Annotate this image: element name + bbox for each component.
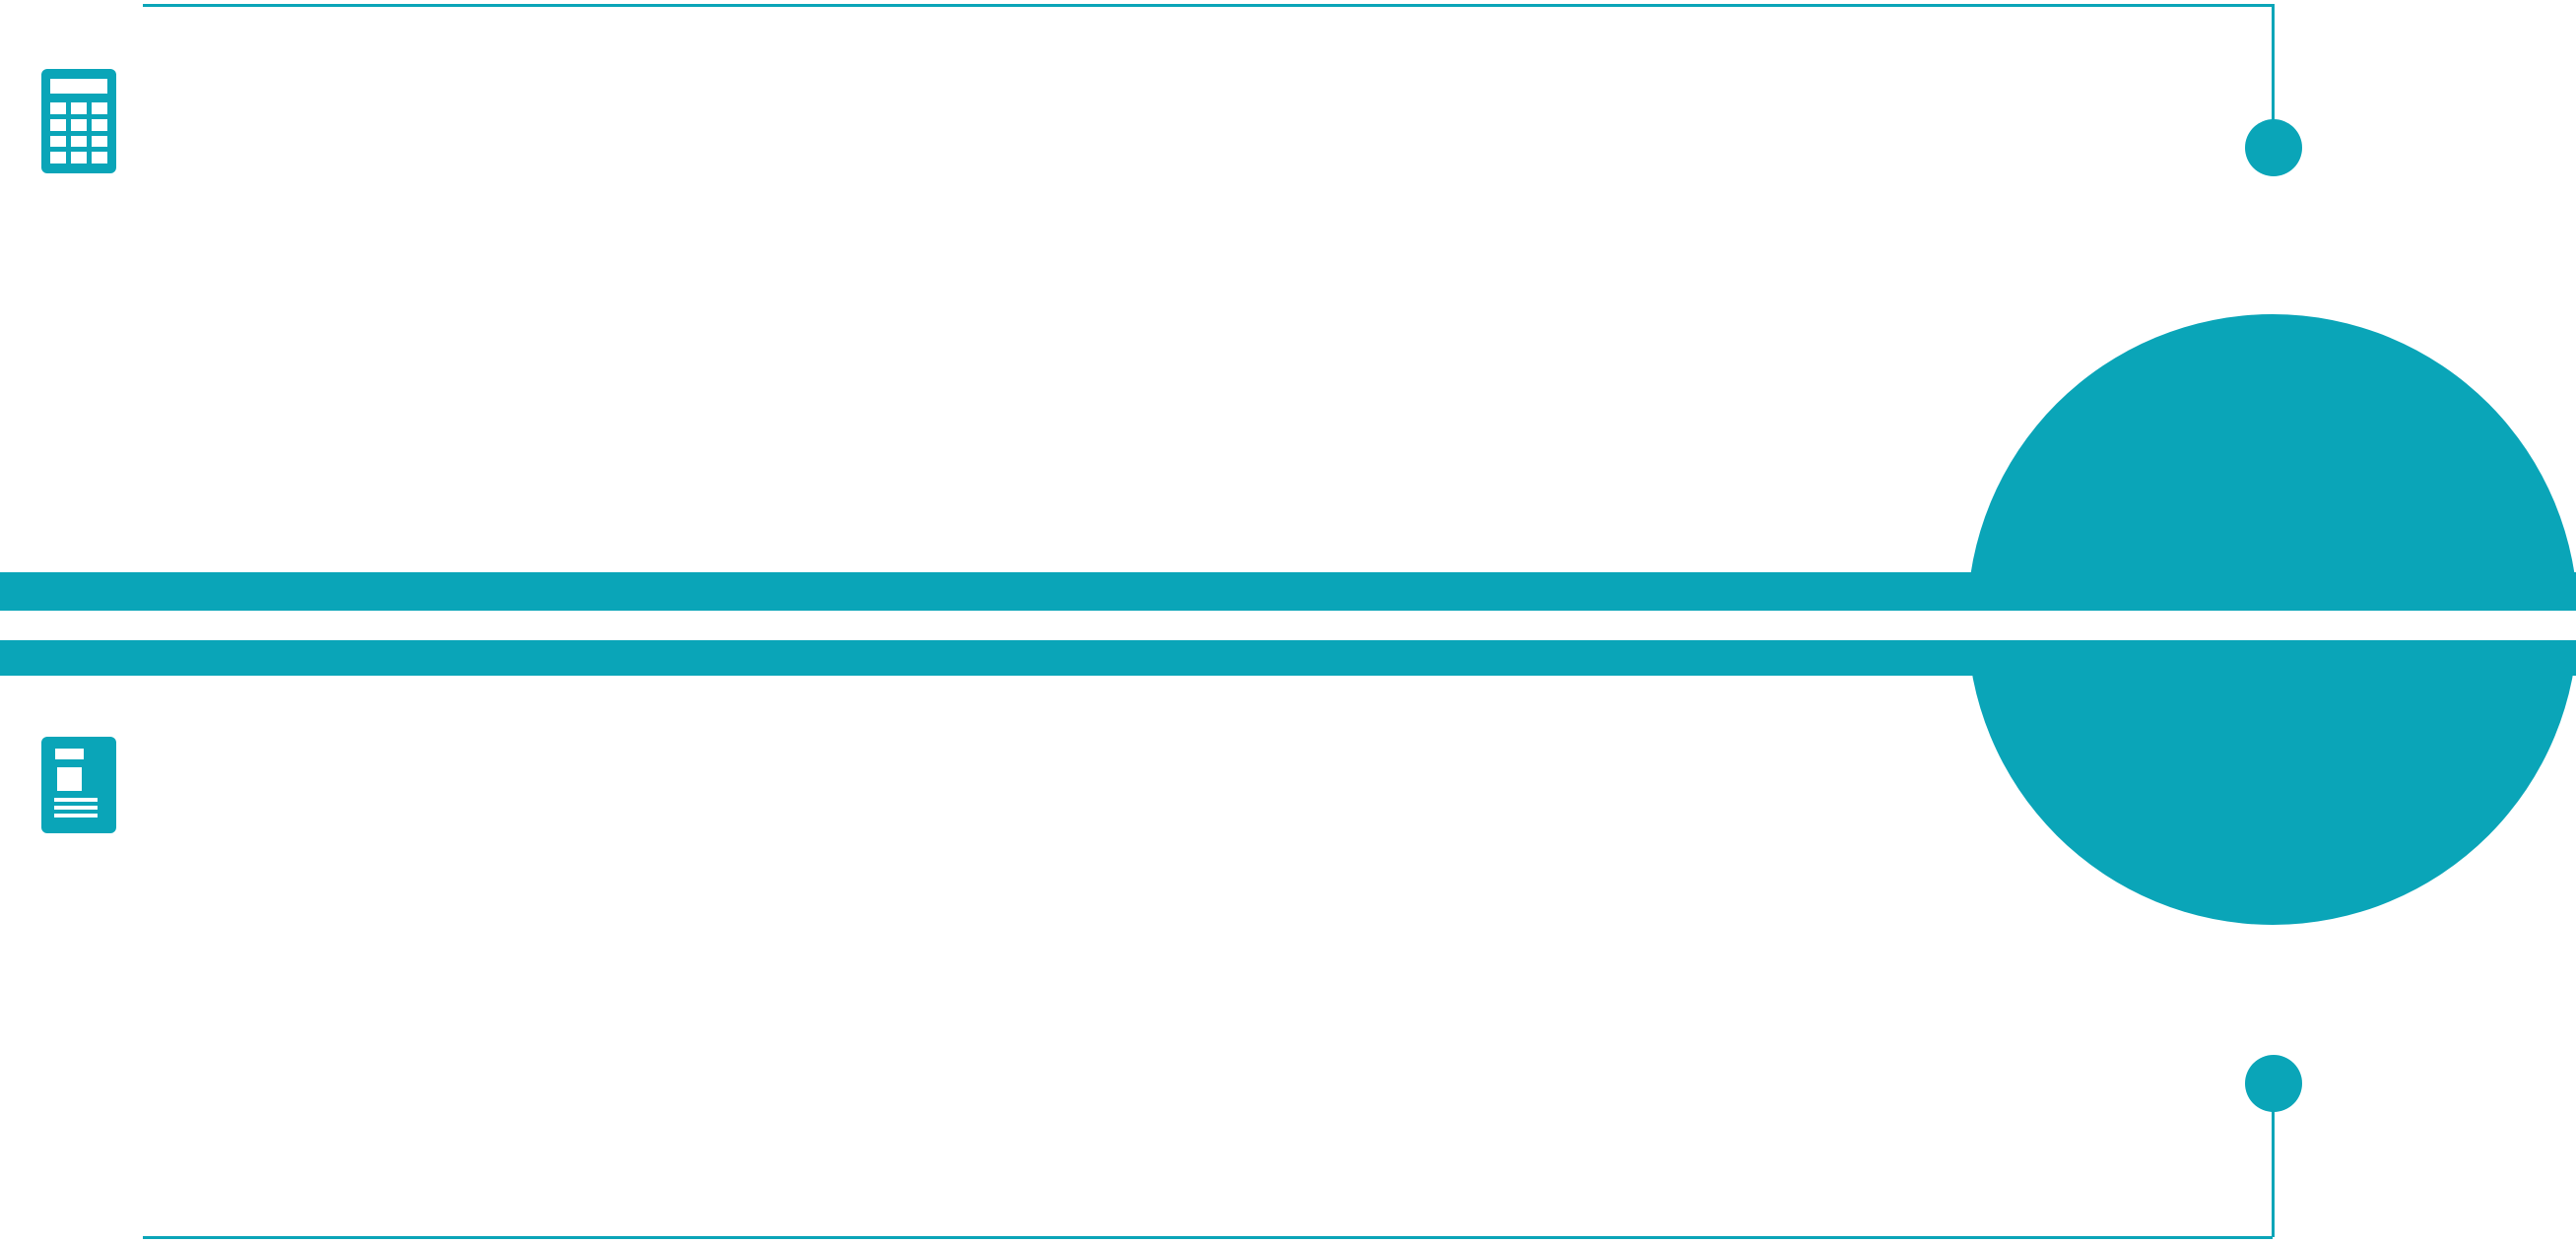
top-connector-dot (2245, 119, 2302, 176)
report-text-line-shape (54, 806, 98, 810)
lower-horizontal-bar (0, 640, 2576, 676)
bottom-connector-line (2272, 1111, 2275, 1237)
report-header-shape (55, 749, 84, 759)
report-text-line-shape (54, 814, 98, 818)
bottom-connector-dot (2245, 1055, 2302, 1112)
upper-horizontal-bar (0, 572, 2576, 611)
calculator-icon (41, 69, 116, 173)
top-connector-line (2272, 4, 2275, 122)
report-image-block-shape (57, 767, 82, 791)
calculator-keypad-shape (50, 102, 107, 164)
top-border-line (143, 4, 2273, 7)
circle-divider-stripe (0, 611, 2576, 640)
bottom-border-line (143, 1236, 2273, 1239)
report-icon (41, 737, 116, 833)
report-text-line-shape (54, 798, 98, 802)
calculator-display-shape (50, 79, 107, 94)
